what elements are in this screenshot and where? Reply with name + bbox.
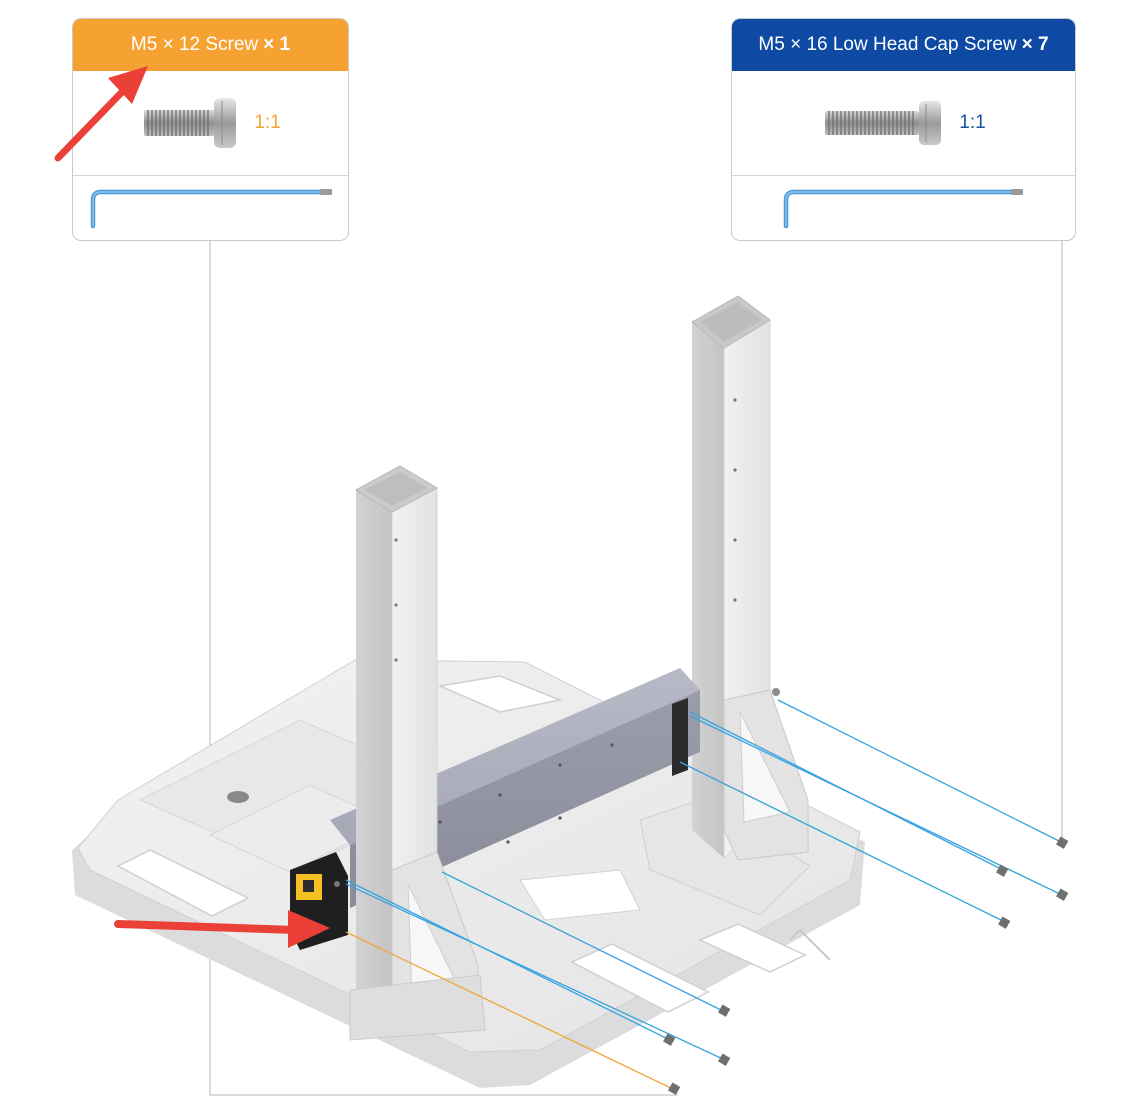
screw-m5x12-icon <box>144 98 237 148</box>
screw-illustration-row: 1:1 <box>73 71 348 176</box>
screw-markers <box>663 836 1069 1095</box>
left-column <box>349 465 486 1041</box>
left-leader-line <box>209 241 678 1096</box>
scale-label: 1:1 <box>959 112 986 133</box>
tool-row <box>732 176 1075 240</box>
callout-arrow-bottom <box>114 910 330 948</box>
part-card-m5x16-low-head-cap-screw: M5 × 16 Low Head Cap Screw × 7 <box>731 18 1076 241</box>
scale-label: 1:1 <box>254 112 281 133</box>
cross-beam <box>290 668 700 950</box>
part-card-header: M5 × 12 Screw × 1 <box>73 19 348 71</box>
part-name: M5 × 16 Low Head Cap Screw <box>758 34 1017 55</box>
hex-key-icon <box>90 189 332 229</box>
screw-illustration-row: 1:1 <box>732 71 1075 176</box>
callout-arrow-top <box>54 66 148 162</box>
screw-guide-line-orange <box>345 931 676 1091</box>
hex-key-icon <box>783 189 1023 229</box>
part-name: M5 × 12 Screw <box>130 34 259 55</box>
part-quantity: × 7 <box>1021 34 1049 55</box>
part-quantity: × 1 <box>263 34 291 55</box>
part-card-m5x12-screw: M5 × 12 Screw × 1 <box>72 18 349 241</box>
part-card-header: M5 × 16 Low Head Cap Screw × 7 <box>732 19 1075 71</box>
screw-guide-lines-blue <box>345 699 1064 1061</box>
tool-row <box>73 176 348 240</box>
screw-m5x16-icon <box>825 101 942 145</box>
